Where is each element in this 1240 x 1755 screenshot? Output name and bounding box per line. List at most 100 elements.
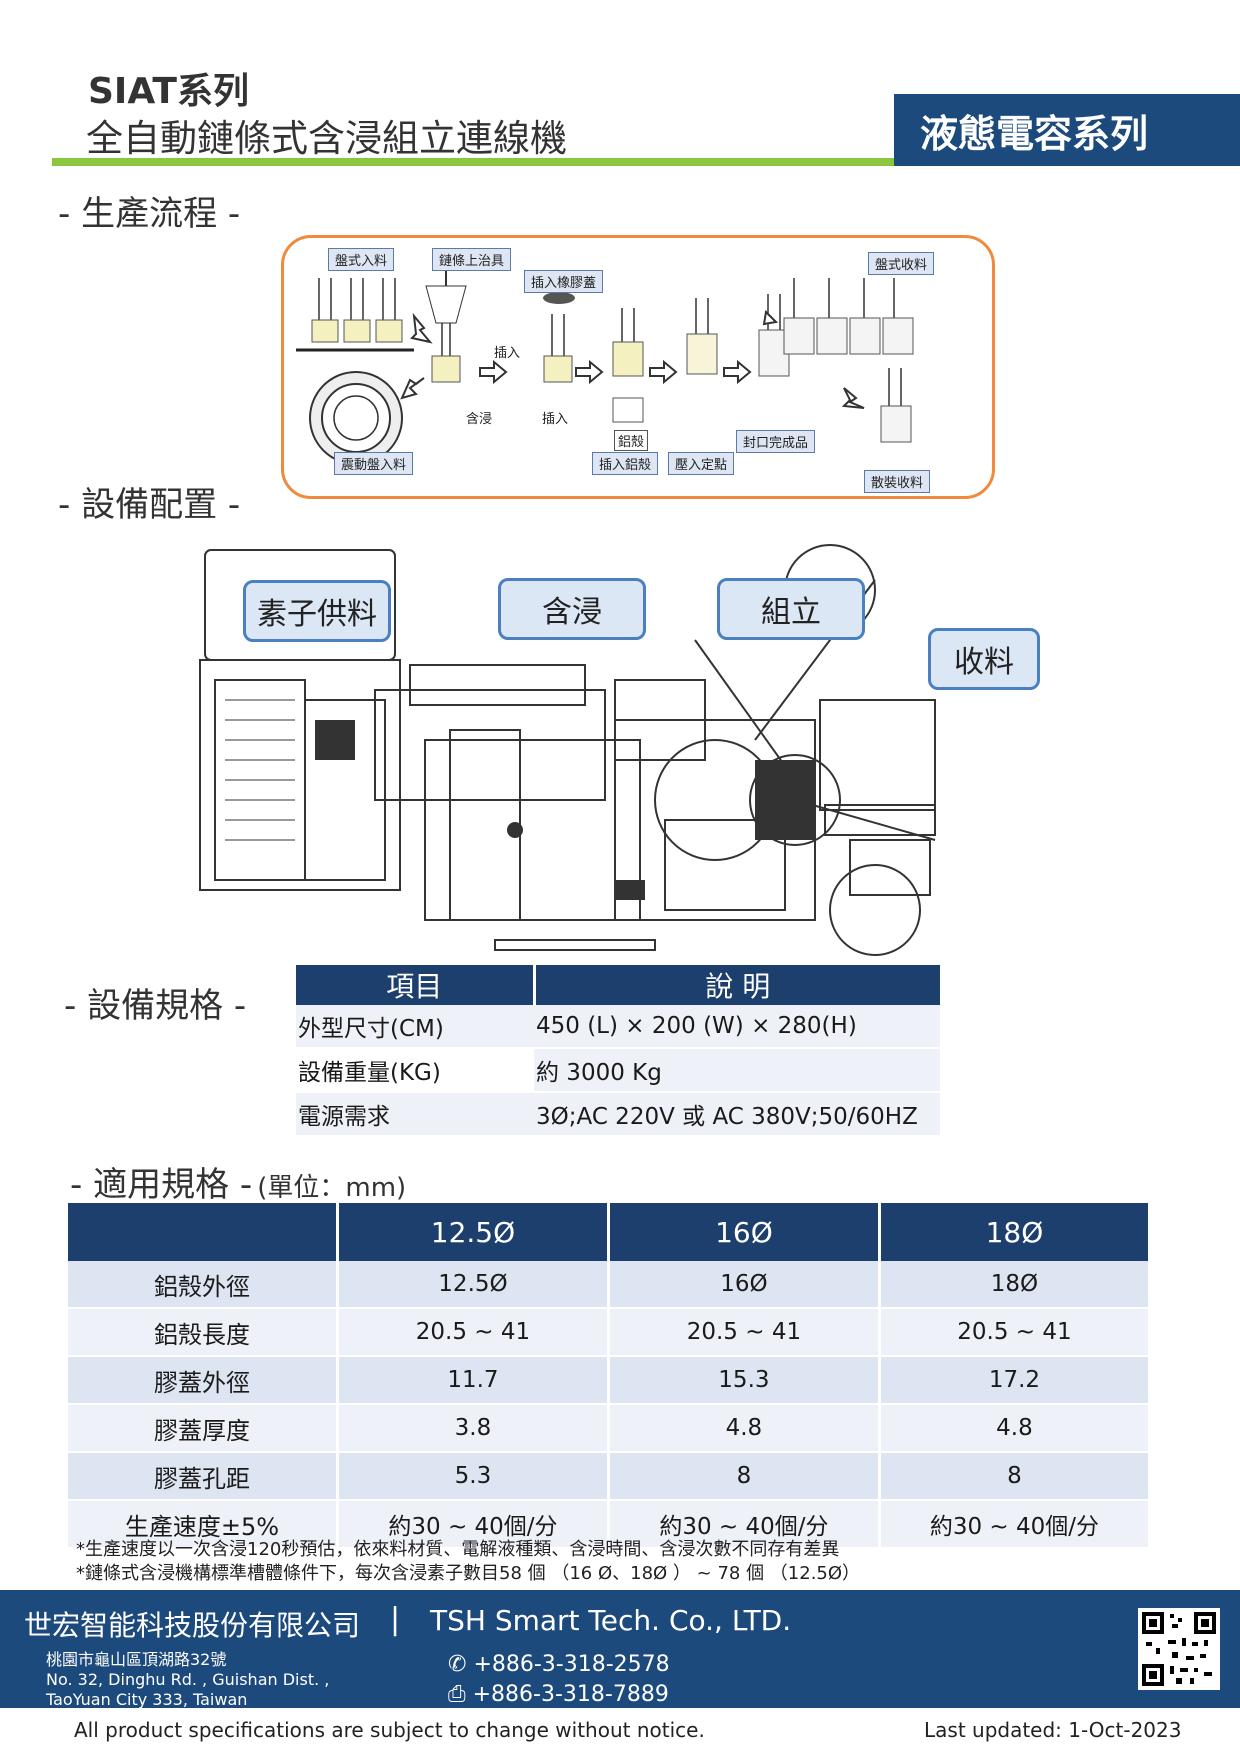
section-title-flow: - 生產流程 - — [58, 194, 241, 234]
spec-item: 設備重量(KG) — [296, 1048, 534, 1093]
address-line: 桃園市龜山區頂湖路32號 — [46, 1650, 227, 1669]
company-footer: 世宏智能科技股份有限公司 | TSH Smart Tech. Co., LTD.… — [0, 1590, 1240, 1710]
section-unit: (單位：mm) — [257, 1173, 407, 1203]
spec-header-item: 項目 — [296, 965, 534, 1005]
row-label: 膠蓋外徑 — [68, 1356, 339, 1405]
category-label: 液態電容系列 — [920, 111, 1149, 156]
zone-label-impregnate: 含浸 — [498, 578, 646, 640]
spec-item: 電源需求 — [296, 1092, 534, 1137]
footnote-speed: *生產速度以一次含浸120秒預估，依來料材質、電解液種類、含浸時間、含浸次數不同… — [76, 1539, 840, 1560]
equipment-layout-diagram: 素子供料 含浸 組立 收料 — [195, 540, 1075, 960]
table-cell: 5.3 — [337, 1452, 610, 1501]
table-cell: 20.5 ~ 41 — [337, 1308, 610, 1357]
flow-text-insert-2: 插入 — [542, 412, 569, 427]
series-name: SIAT系列 — [88, 71, 249, 112]
address-line: No. 32, Dinghu Rd. , Guishan Dist. , — [46, 1670, 330, 1689]
flow-label-tray-in: 盤式入料 — [328, 248, 395, 271]
section-title-apply-wrap: - 適用規格 - (單位：mm) — [70, 1157, 406, 1206]
table-cell: 12.5Ø — [337, 1261, 610, 1309]
footnotes: *生產速度以一次含浸120秒預估，依來料材質、電解液種類、含浸時間、含浸次數不同… — [76, 1538, 860, 1586]
company-address: 桃園市龜山區頂湖路32號 No. 32, Dinghu Rd. , Guisha… — [46, 1650, 329, 1710]
flow-label-press-fix: 壓入定點 — [668, 452, 735, 475]
table-cell: 約30 ~ 40個/分 — [879, 1500, 1148, 1549]
section-title-apply: - 適用規格 - — [70, 1165, 253, 1205]
apply-header-col: 18Ø — [879, 1203, 1148, 1261]
machine-drawing — [199, 544, 936, 956]
table-cell: 11.7 — [337, 1356, 610, 1405]
contact-numbers: ✆ +886-3-318-2578 ⎙ +886-3-318-7889 — [448, 1650, 670, 1710]
spec-item: 外型尺寸(CM) — [296, 1005, 534, 1049]
section-title-spec: - 設備規格 - — [64, 986, 247, 1026]
category-badge: 液態電容系列 — [894, 94, 1240, 166]
phone-row: ✆ +886-3-318-2578 — [448, 1650, 670, 1680]
fax-number: +886-3-318-7889 — [472, 1682, 669, 1707]
company-name-en: TSH Smart Tech. Co., LTD. — [430, 1604, 792, 1637]
flow-label-vibrate-in: 震動盤入料 — [334, 452, 414, 475]
table-cell: 3.8 — [337, 1404, 610, 1453]
applicable-spec-table: 12.5Ø 16Ø 18Ø 鋁殼外徑 12.5Ø 16Ø 18Ø 鋁殼長度 20… — [68, 1203, 1148, 1549]
flow-graphic — [296, 266, 914, 465]
zone-label-assemble: 組立 — [717, 578, 865, 640]
table-cell: 15.3 — [608, 1356, 881, 1405]
page-title: 全自動鏈條式含浸組立連線機 — [86, 117, 567, 160]
spec-value: 450 (L) × 200 (W) × 280(H) — [534, 1005, 940, 1049]
flow-label-tray-out: 盤式收料 — [868, 252, 935, 275]
qr-code-graphic — [1142, 1612, 1216, 1686]
table-cell: 20.5 ~ 41 — [879, 1308, 1148, 1357]
zone-label-collect: 收料 — [928, 628, 1040, 690]
row-label: 鋁殼長度 — [68, 1308, 339, 1357]
address-line: TaoYuan City 333, Taiwan — [46, 1690, 248, 1709]
row-label: 生產速度±5% — [68, 1500, 339, 1549]
qr-code[interactable] — [1138, 1608, 1220, 1690]
table-cell: 17.2 — [879, 1356, 1148, 1405]
table-cell: 16Ø — [608, 1261, 881, 1309]
fax-icon: ⎙ — [448, 1682, 466, 1707]
equipment-spec-table: 項目 說 明 外型尺寸(CM) 450 (L) × 200 (W) × 280(… — [296, 965, 940, 1137]
table-row: 膠蓋外徑 11.7 15.3 17.2 — [68, 1356, 1148, 1405]
table-row: 電源需求 3Ø;AC 220V 或 AC 380V;50/60HZ — [296, 1092, 940, 1137]
table-row: 膠蓋厚度 3.8 4.8 4.8 — [68, 1404, 1148, 1453]
footer-separator: | — [390, 1602, 401, 1637]
flow-label-chain-jig: 鏈條上治具 — [432, 248, 512, 271]
table-row: 鋁殼外徑 12.5Ø 16Ø 18Ø — [68, 1261, 1148, 1309]
spec-value: 約 3000 Kg — [534, 1048, 940, 1093]
row-label: 鋁殼外徑 — [68, 1261, 339, 1309]
apply-header-blank — [68, 1203, 339, 1261]
zone-label-feed: 素子供料 — [243, 580, 391, 642]
last-updated: Last updated: 1-Oct-2023 — [924, 1718, 1182, 1742]
spec-header-row: 項目 說 明 — [296, 965, 940, 1005]
spec-header-desc: 說 明 — [532, 965, 940, 1005]
phone-number[interactable]: +886-3-318-2578 — [473, 1652, 670, 1677]
table-row: 外型尺寸(CM) 450 (L) × 200 (W) × 280(H) — [296, 1005, 940, 1049]
flow-text-al-case: 鋁殼 — [614, 430, 649, 451]
table-cell: 4.8 — [879, 1404, 1148, 1453]
spec-value: 3Ø;AC 220V 或 AC 380V;50/60HZ — [534, 1092, 940, 1137]
flow-label-seal-done: 封口完成品 — [736, 430, 816, 453]
apply-header-row: 12.5Ø 16Ø 18Ø — [68, 1203, 1148, 1261]
table-cell: 8 — [608, 1452, 881, 1501]
table-row: 設備重量(KG) 約 3000 Kg — [296, 1048, 940, 1093]
process-flow-diagram: 盤式入料 鏈條上治具 插入橡膠蓋 盤式收料 震動盤入料 插入鋁殼 壓入定點 封口… — [281, 235, 995, 499]
table-row: 生產速度±5% 約30 ~ 40個/分 約30 ~ 40個/分 約30 ~ 40… — [68, 1500, 1148, 1549]
apply-header-col: 12.5Ø — [337, 1203, 610, 1261]
company-name-cn: 世宏智能科技股份有限公司 — [24, 1609, 361, 1642]
table-cell: 約30 ~ 40個/分 — [608, 1500, 881, 1549]
flow-text-impregnate: 含浸 — [466, 412, 493, 427]
section-title-layout: - 設備配置 - — [58, 485, 241, 525]
table-cell: 20.5 ~ 41 — [608, 1308, 881, 1357]
flow-label-bulk-out: 散裝收料 — [864, 470, 931, 493]
flow-label-insert-al: 插入鋁殼 — [592, 452, 659, 475]
table-cell: 4.8 — [608, 1404, 881, 1453]
fax-row: ⎙ +886-3-318-7889 — [448, 1680, 670, 1710]
phone-icon: ✆ — [448, 1652, 467, 1677]
table-cell: 約30 ~ 40個/分 — [337, 1500, 610, 1549]
table-row: 膠蓋孔距 5.3 8 8 — [68, 1452, 1148, 1501]
flow-label-insert-rubber: 插入橡膠蓋 — [524, 270, 604, 293]
footnote-capacity: *鏈條式含浸機構標準槽體條件下，每次含浸素子數目58 個 （16 Ø、18Ø ）… — [76, 1563, 861, 1584]
row-label: 膠蓋孔距 — [68, 1452, 339, 1501]
table-cell: 8 — [879, 1452, 1148, 1501]
row-label: 膠蓋厚度 — [68, 1404, 339, 1453]
table-row: 鋁殼長度 20.5 ~ 41 20.5 ~ 41 20.5 ~ 41 — [68, 1308, 1148, 1357]
apply-header-col: 16Ø — [608, 1203, 881, 1261]
flow-text-insert-1: 插入 — [494, 346, 521, 361]
